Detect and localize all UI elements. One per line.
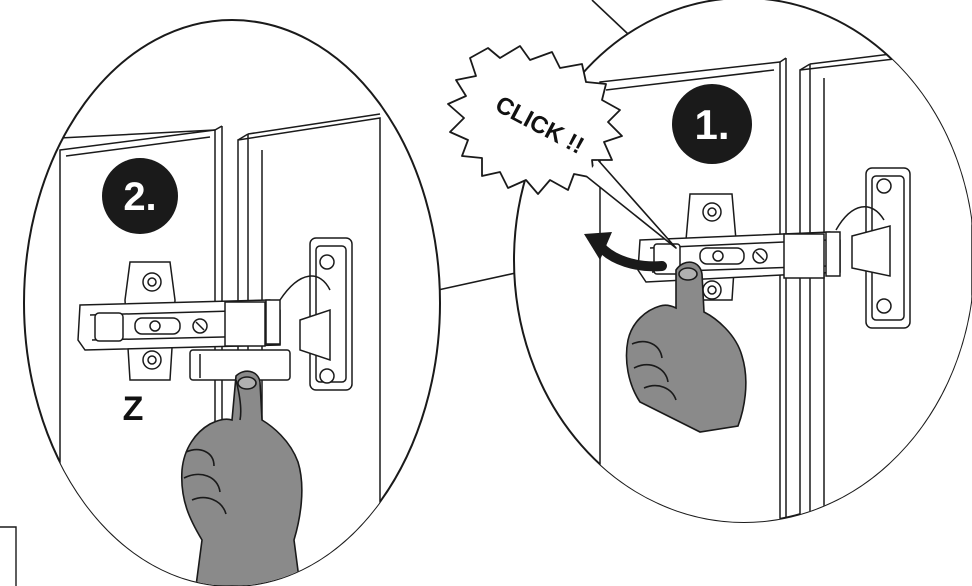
hinge-arm — [78, 300, 280, 350]
corner-box-fragment — [0, 527, 16, 586]
step-1-badge: 1. — [672, 84, 752, 164]
step-1-number: 1. — [694, 101, 729, 148]
z-mark: Z — [123, 390, 144, 428]
detail-circle-step-2: 2. Z — [24, 20, 440, 586]
step-2-number: 2. — [123, 175, 156, 219]
step-2-badge: 2. — [102, 158, 178, 234]
